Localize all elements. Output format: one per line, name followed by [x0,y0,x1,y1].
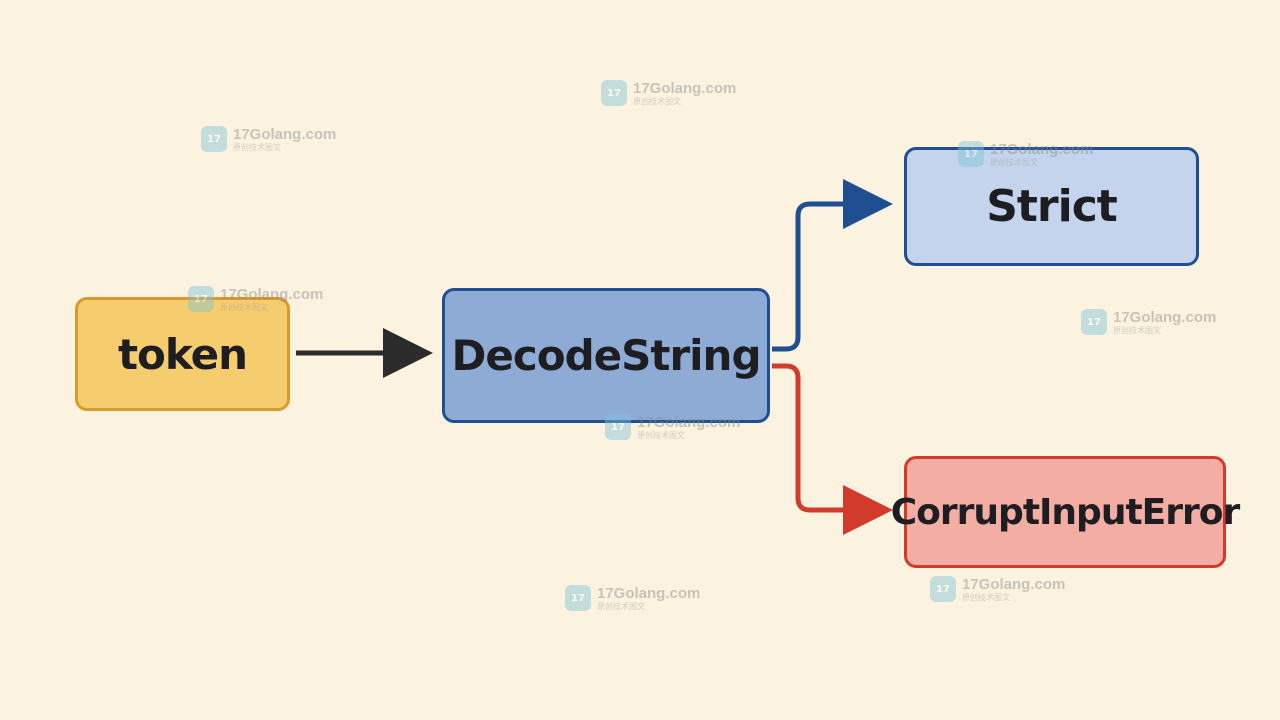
node-strict: Strict [904,147,1199,266]
node-corruptinputerror-label: CorruptInputError [890,491,1240,533]
arrow-decodestring-to-strict [772,179,893,352]
node-decodestring-label: DecodeString [451,331,761,380]
arrow-decodestring-to-error [772,363,893,535]
node-strict-label: Strict [986,181,1118,232]
node-corruptinputerror: CorruptInputError [891,456,1240,568]
node-token-label: token [117,329,248,379]
node-decodestring: DecodeString [442,288,770,423]
node-token: token [75,297,290,411]
